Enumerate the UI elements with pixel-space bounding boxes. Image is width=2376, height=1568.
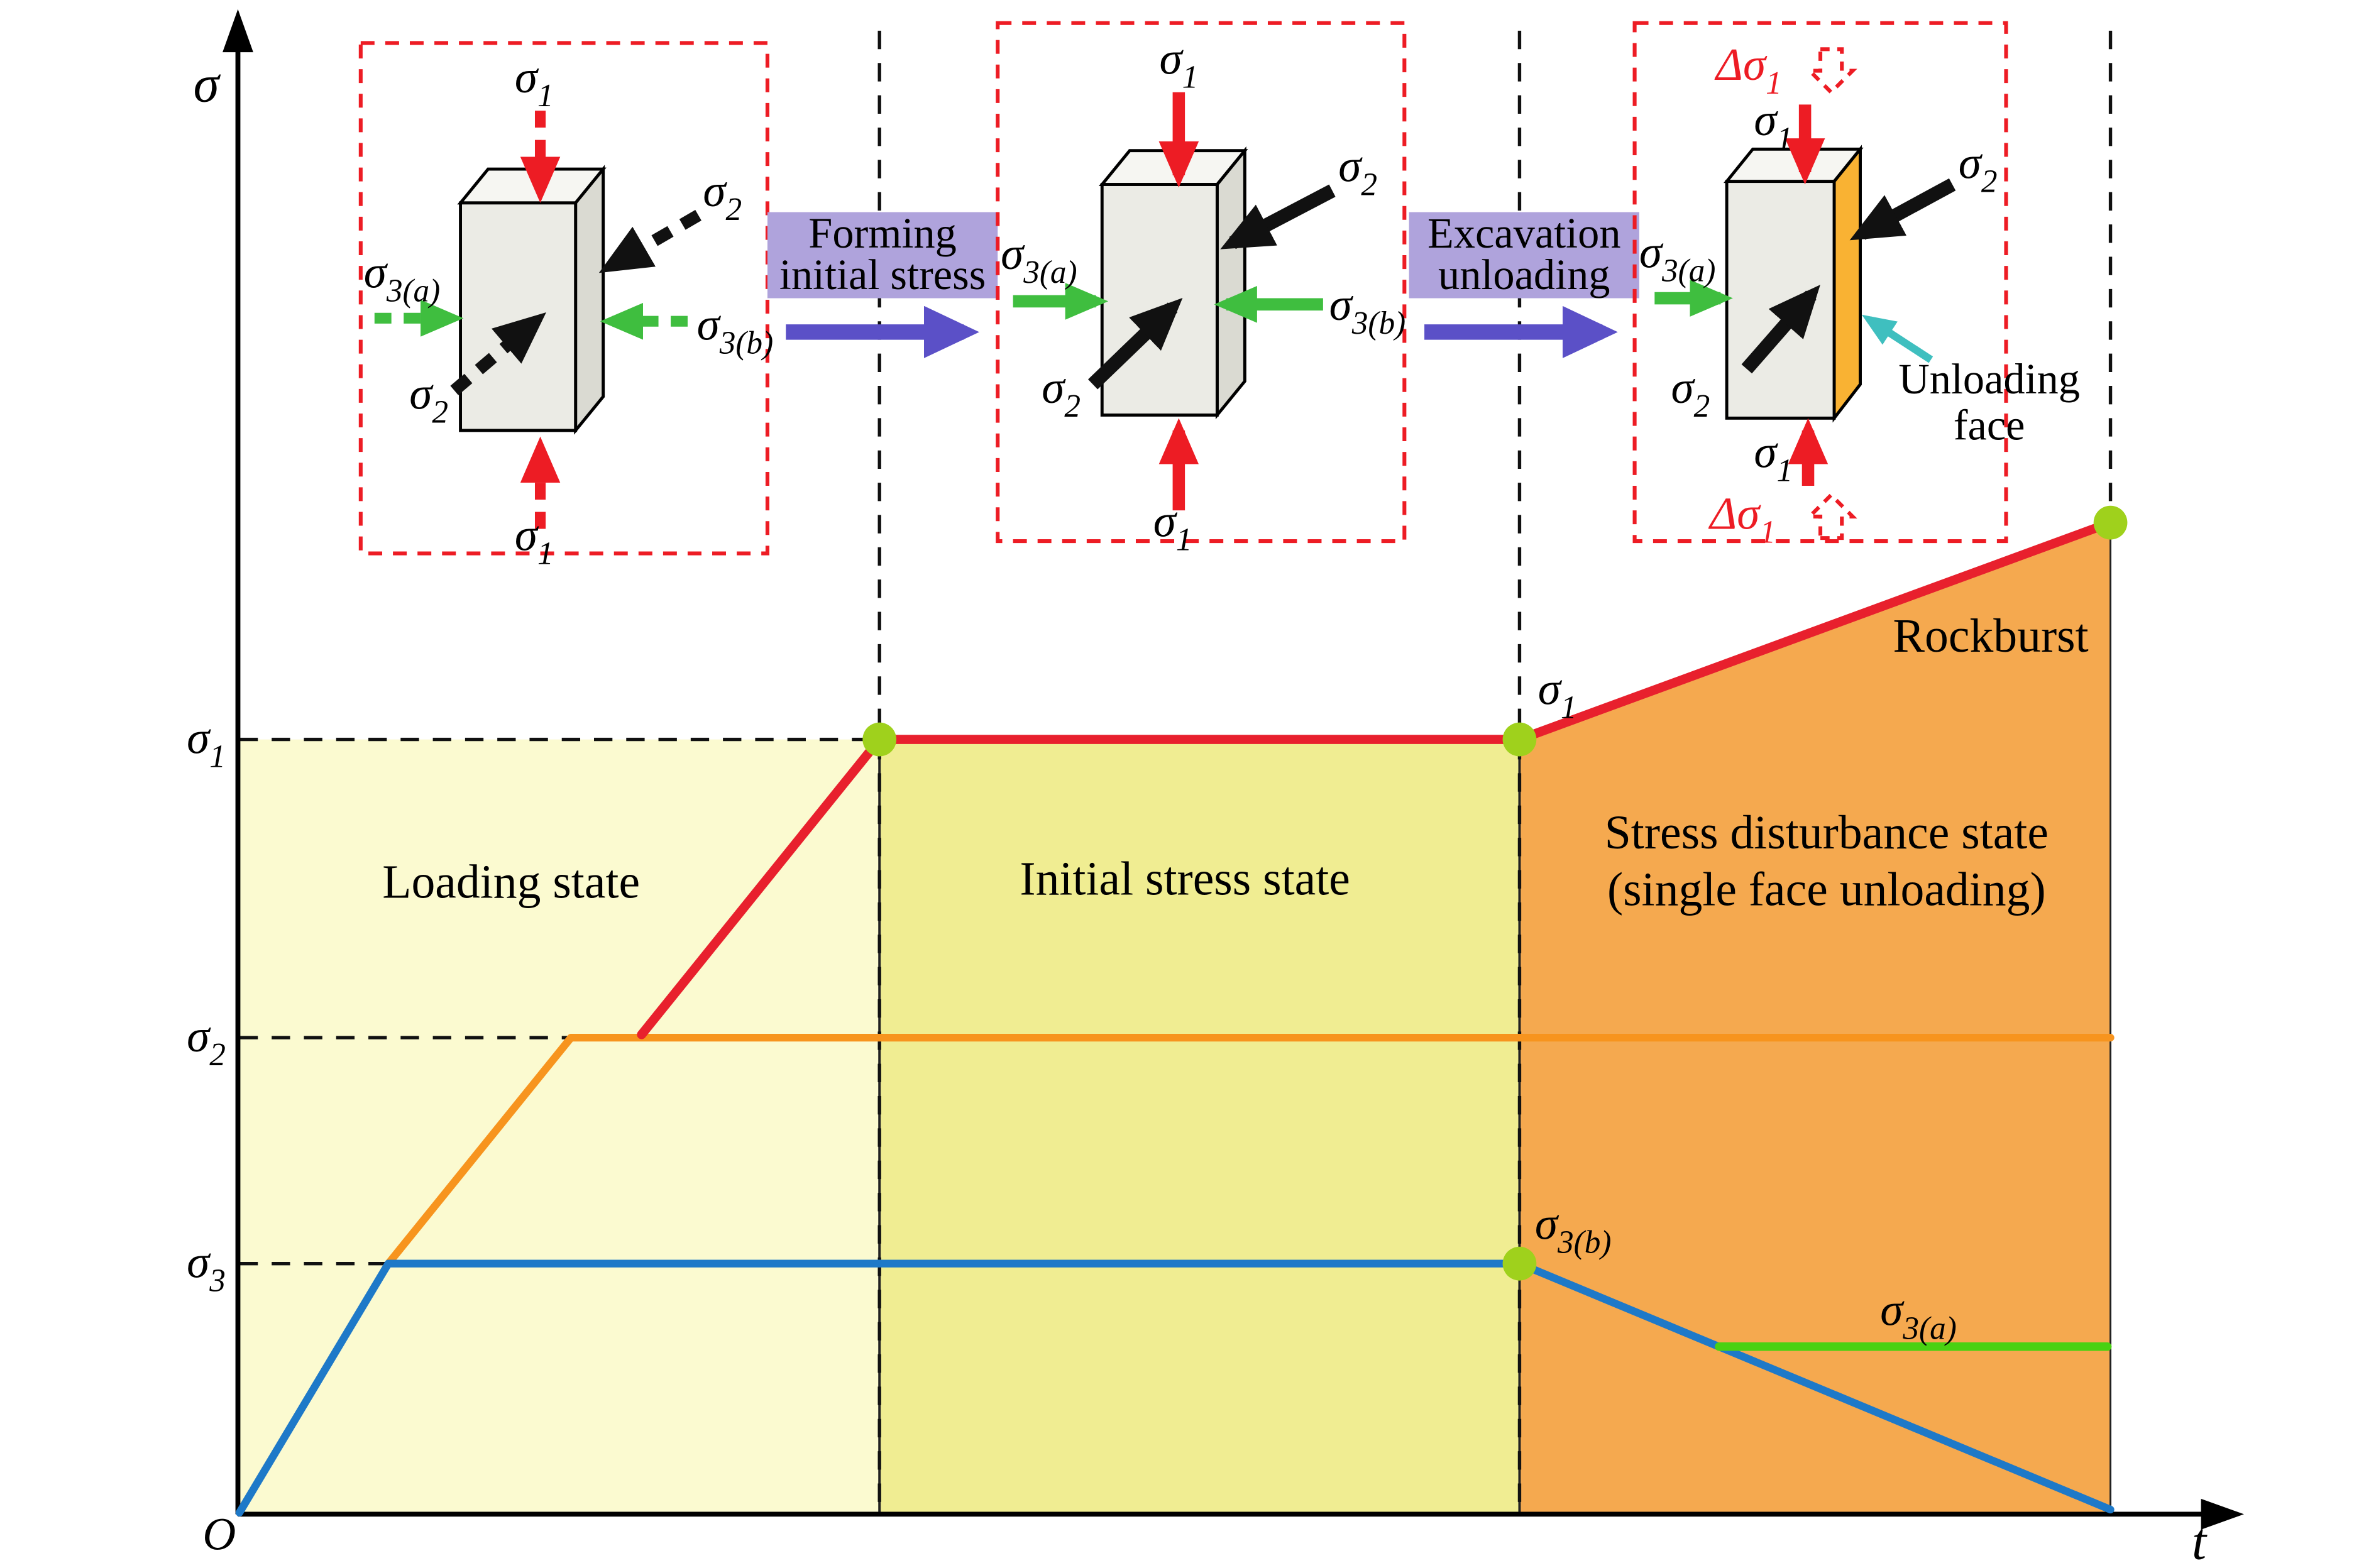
chart-regions bbox=[239, 522, 2112, 1513]
excavation-label-line1: Excavation bbox=[1427, 209, 1621, 257]
block1-sigma2-lower-label: σ2 bbox=[409, 368, 448, 430]
block2-sigma2-upper-label: σ2 bbox=[1338, 141, 1377, 203]
rockburst-label: Rockburst bbox=[1893, 610, 2089, 662]
disturbance-region-fill bbox=[1519, 522, 2111, 1513]
sigma3-axis-label: σ3 bbox=[187, 1237, 226, 1299]
block1-sigma3a-label: σ3(a) bbox=[364, 246, 441, 309]
origin-label: O bbox=[202, 1509, 236, 1560]
block1-sigma2-upper-label: σ2 bbox=[703, 165, 742, 228]
block3-sigma2-lower-arrow bbox=[1741, 285, 1820, 374]
sigma1-line bbox=[637, 518, 2115, 1039]
block2-side-face bbox=[1215, 146, 1246, 420]
block3-sigma2-lower-label: σ2 bbox=[1671, 362, 1710, 424]
block1-sigma2-lower-arrow bbox=[450, 312, 546, 395]
block3-sigma1-top-label: σ1 bbox=[1754, 94, 1793, 156]
disturbance-state-label-1: Stress disturbance state bbox=[1605, 806, 2049, 859]
block3-unloading-face-pointer-arrow bbox=[1861, 314, 1933, 363]
sigma1-axis-label: σ1 bbox=[187, 713, 226, 775]
excavation-label-line2: unloading bbox=[1438, 251, 1610, 299]
rock-block-box-2: σ1 σ1 σ2 σ2 σ3(a) σ3(b) bbox=[996, 21, 1407, 558]
block1-sigma1-top-label: σ1 bbox=[515, 52, 554, 114]
x-axis-arrowhead bbox=[2201, 1498, 2244, 1530]
block3-delta-sigma1-bottom-label: Δσ1 bbox=[1708, 488, 1776, 550]
block1-front-face bbox=[459, 201, 578, 432]
block2-sigma3b-label: σ3(b) bbox=[1329, 279, 1406, 341]
x-axis-label: t bbox=[2192, 1512, 2208, 1568]
dashed-box-2 bbox=[996, 21, 1407, 544]
sigma2-line bbox=[384, 1033, 2115, 1268]
rock-block-box-3: Δσ1 Δσ1 σ1 σ1 σ2 σ2 σ3(a) Unloading face bbox=[1632, 21, 2080, 550]
rock-block-box-1: σ1 σ1 σ2 σ2 σ3(a) σ3(b) bbox=[358, 41, 774, 572]
block3-unloading-face bbox=[1832, 145, 1862, 423]
block3-delta-sigma1-top-arrow bbox=[1805, 47, 1857, 96]
block2-front-face bbox=[1100, 183, 1219, 417]
excavation-label-bg bbox=[1409, 212, 1639, 299]
phase-arrow-forming: Forming initial stress bbox=[767, 209, 998, 358]
block3-front-face bbox=[1725, 180, 1836, 420]
dot-rockburst bbox=[2093, 505, 2128, 540]
block3-sigma2-upper-arrow bbox=[1849, 178, 1956, 241]
stress-curves bbox=[235, 518, 2115, 1517]
key-point-dots bbox=[862, 505, 2128, 1281]
dot-loading-end bbox=[862, 722, 897, 757]
sigma1-point-label: σ1 bbox=[1538, 663, 1577, 725]
block2-sigma2-upper-arrow bbox=[1220, 184, 1336, 249]
initial-region-fill bbox=[879, 739, 1520, 1513]
block3-delta-sigma1-bottom-arrow bbox=[1805, 492, 1857, 540]
block2-sigma1-top-label: σ1 bbox=[1159, 33, 1198, 95]
dot-excavation-sigma1 bbox=[1502, 722, 1537, 757]
block1-sigma3b-label: σ3(b) bbox=[697, 299, 774, 361]
dot-excavation-sigma3b bbox=[1502, 1246, 1537, 1281]
block2-sigma2-lower-label: σ2 bbox=[1042, 362, 1081, 424]
sigma2-axis-label: σ2 bbox=[187, 1011, 226, 1073]
forming-label-bg bbox=[767, 212, 998, 299]
block2-sigma1-bottom-label: σ1 bbox=[1153, 496, 1192, 558]
block3-delta-sigma1-top-label: Δσ1 bbox=[1714, 39, 1782, 101]
sigma3b-point-label: σ3(b) bbox=[1535, 1198, 1612, 1260]
block1-sigma2-upper-arrow bbox=[598, 209, 701, 273]
y-axis-label: σ bbox=[194, 55, 221, 112]
block2-sigma2-lower-arrow bbox=[1087, 297, 1183, 390]
block3-sigma1-bottom-label: σ1 bbox=[1754, 427, 1793, 489]
sigma3-line bbox=[235, 1259, 2115, 1517]
forming-label-line1: Forming bbox=[808, 209, 956, 257]
block3-sigma3a-label: σ3(a) bbox=[1639, 227, 1716, 289]
dashed-box-3 bbox=[1632, 21, 2008, 544]
block1-side-face bbox=[574, 165, 605, 435]
y-axis-arrowhead bbox=[223, 9, 253, 53]
loading-state-label: Loading state bbox=[382, 855, 640, 908]
phase-arrow-excavation: Excavation unloading bbox=[1409, 209, 1639, 358]
dashed-box-1 bbox=[358, 41, 769, 556]
axes bbox=[223, 9, 2244, 1530]
forming-label-line2: initial stress bbox=[779, 251, 986, 299]
sigma3a-curve-label: σ3(a) bbox=[1880, 1284, 1957, 1346]
block3-sigma2-upper-label: σ2 bbox=[1959, 138, 1998, 200]
chart-labels: σ t O σ1 σ2 σ3 Loading state Initial str… bbox=[187, 55, 2208, 1568]
unloading-face-label-line2: face bbox=[1954, 402, 2025, 449]
disturbance-state-label-2: (single face unloading) bbox=[1607, 863, 2046, 916]
block2-sigma3a-label: σ3(a) bbox=[1001, 228, 1077, 290]
initial-state-label: Initial stress state bbox=[1020, 853, 1350, 906]
unloading-face-label-line1: Unloading bbox=[1898, 355, 2080, 403]
block1-sigma1-bottom-label: σ1 bbox=[515, 510, 554, 572]
